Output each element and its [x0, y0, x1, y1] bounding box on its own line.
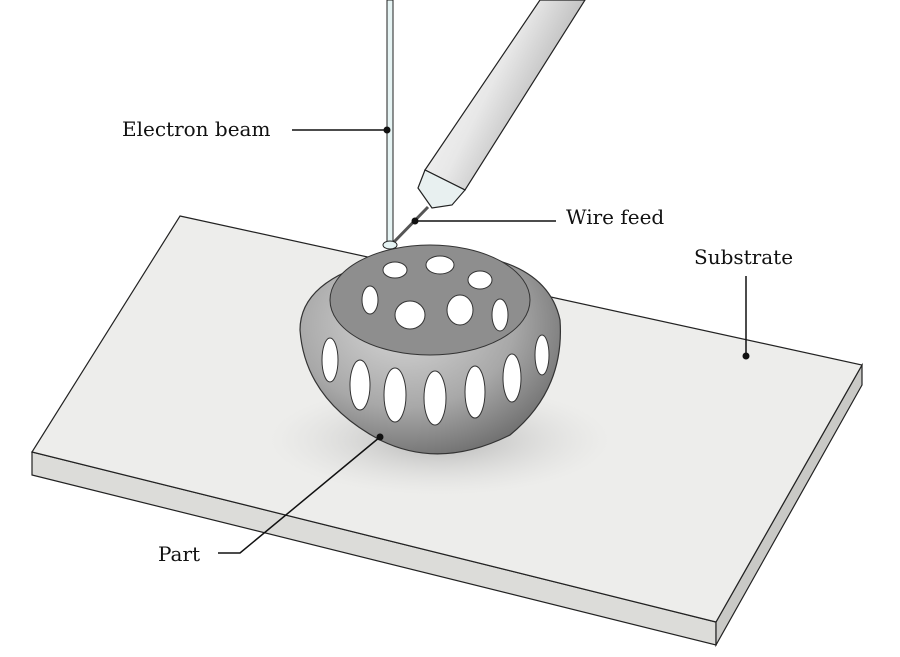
- label-part: Part: [158, 542, 201, 566]
- leader-lines: [218, 129, 747, 554]
- label-electron-beam: Electron beam: [122, 117, 271, 141]
- part: [270, 244, 610, 495]
- electron-beam: [382, 0, 398, 250]
- wire-feed-nozzle: [390, 0, 586, 246]
- leader-dots: [376, 126, 750, 441]
- label-wire-feed: Wire feed: [566, 205, 665, 229]
- label-substrate: Substrate: [694, 245, 794, 269]
